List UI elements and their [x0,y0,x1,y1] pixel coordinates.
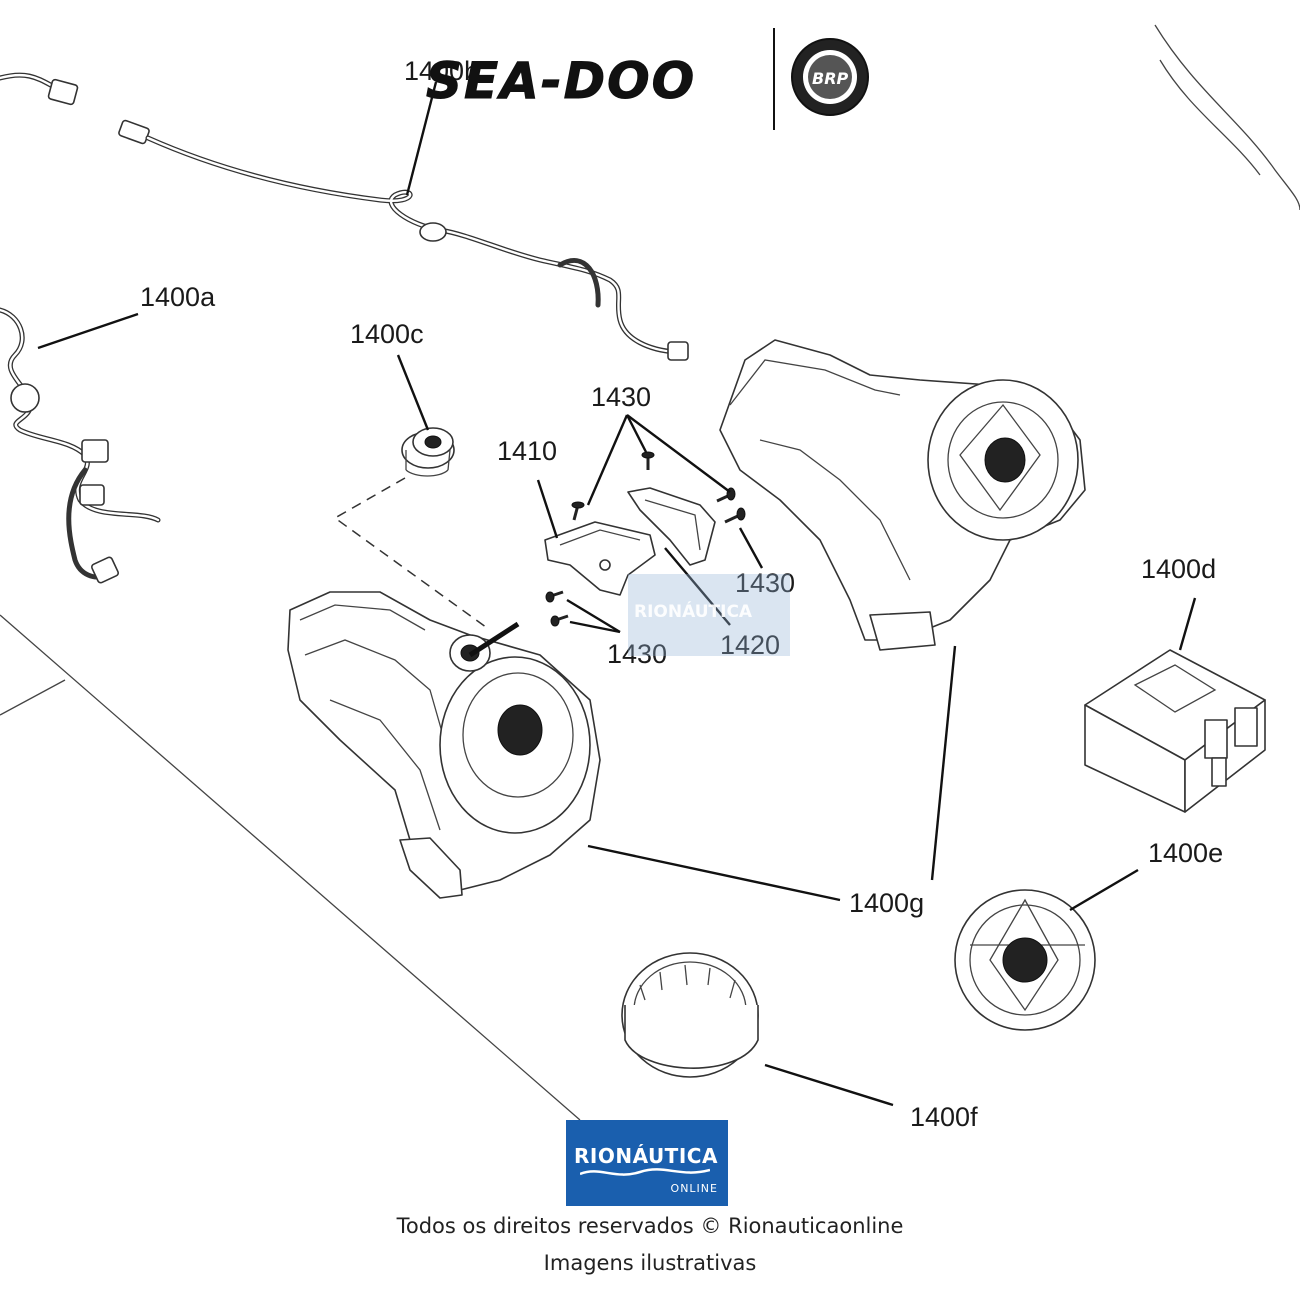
brand-header: SEA-DOO BRP [420,22,880,132]
rionautica-logo: RIONÁUTICA ONLINE [566,1120,728,1206]
label-1420: 1420 [720,630,780,660]
brp-logo-text: BRP [812,69,849,88]
footer-rights: Todos os direitos reservados © Rionautic… [396,1214,904,1238]
wire-harness-1400b [0,72,689,361]
wire-harness-1400a [0,307,161,584]
leaders-1400g [587,645,957,902]
perspective-guides [0,24,1300,1121]
watermark: RIONÁUTICA [628,574,790,656]
label-1400g: 1400g [849,888,924,918]
module-1400d [1084,597,1266,813]
label-1400f: 1400f [910,1102,978,1132]
bracket-assembly [536,414,764,634]
screw-1430-f [550,614,569,627]
speaker-pod-right [719,339,1086,651]
brp-logo: BRP [791,38,869,116]
watermark-name: RIONÁUTICA [634,602,753,622]
grille-ring-1400f [621,952,894,1107]
label-1430-bottom: 1430 [607,639,667,669]
rionautica-logo-name: RIONÁUTICA [574,1144,718,1168]
part-1400c [333,354,491,631]
screw-1430-e [545,590,564,603]
label-1430-top: 1430 [591,382,651,412]
label-1400a: 1400a [140,282,216,312]
screw-1430-a [641,451,655,470]
label-1400d: 1400d [1141,554,1216,584]
footer-illustrative: Imagens ilustrativas [543,1251,757,1275]
wave-icon [580,1168,710,1176]
label-1400c: 1400c [350,319,424,349]
brand-name: SEA-DOO [426,52,696,110]
screw-1430-b [571,501,585,521]
label-1410: 1410 [497,436,557,466]
label-1400e: 1400e [1148,838,1223,868]
label-1400b: 1400b [404,56,479,86]
screw-1430-d [724,507,746,524]
sea-doo-logo: SEA-DOO [426,52,696,111]
label-1430-right: 1430 [735,568,795,598]
speaker-pod-left [287,591,601,899]
speaker-1400e [954,868,1139,1031]
rionautica-logo-sub: ONLINE [670,1182,718,1195]
